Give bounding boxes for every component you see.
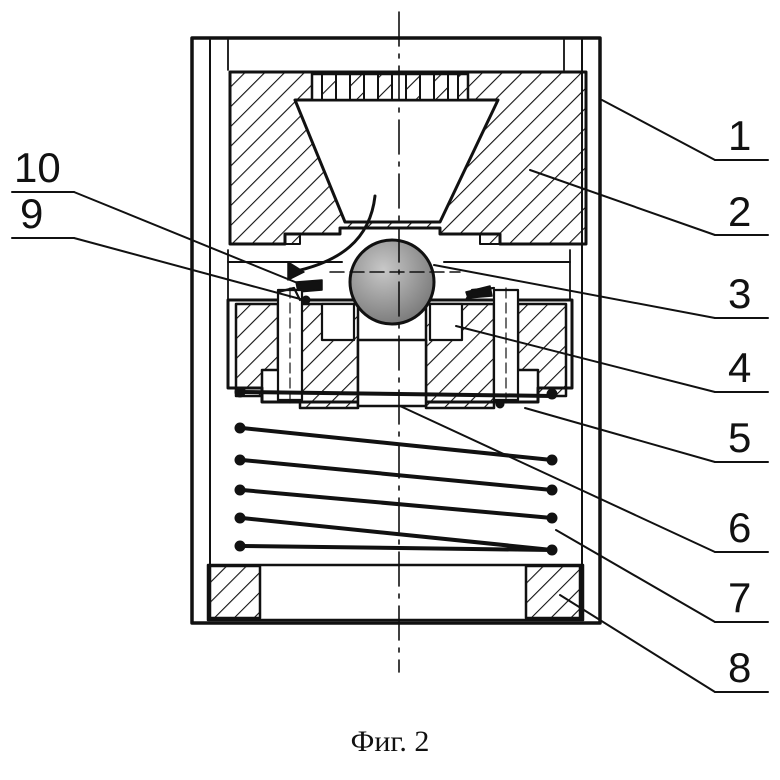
ball-valve [350, 240, 434, 324]
callout-1: 1 [728, 112, 751, 159]
spring [237, 389, 556, 554]
arrow-head-icon [288, 262, 304, 280]
callout-6: 6 [728, 504, 751, 551]
callout-8: 8 [728, 644, 751, 691]
upper-body [230, 72, 586, 244]
callout-9: 9 [20, 190, 43, 237]
callout-3: 3 [728, 270, 751, 317]
callout-4: 4 [728, 344, 751, 391]
callout-2: 2 [728, 188, 751, 235]
callout-10: 10 [14, 144, 61, 191]
callout-5: 5 [728, 414, 751, 461]
figure-caption: Фиг. 2 [0, 725, 780, 759]
callout-7: 7 [728, 574, 751, 621]
pin-5 [496, 400, 504, 408]
bottom-nut [208, 565, 583, 620]
